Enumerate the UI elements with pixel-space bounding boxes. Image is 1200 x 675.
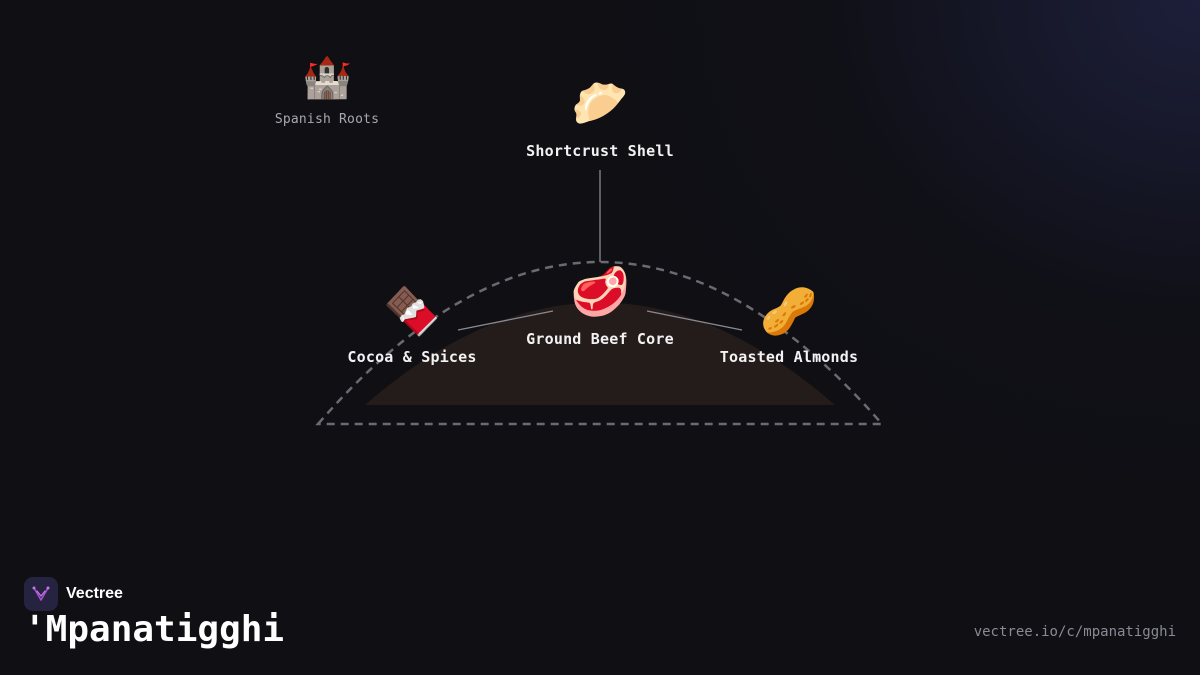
connector-core-cocoa [457, 310, 554, 331]
filling-dome [365, 302, 835, 405]
node-label: Shortcrust Shell [526, 142, 674, 160]
peanut-icon: 🥜 [760, 284, 818, 338]
node-label: Cocoa & Spices [347, 348, 477, 366]
meat-icon: 🥩 [570, 264, 630, 320]
node-shortcrust-shell: 🥟 Shortcrust Shell [526, 80, 674, 160]
node-label: Spanish Roots [274, 112, 380, 127]
node-label: Toasted Almonds [719, 348, 859, 366]
page-title: 'Mpanatigghi [24, 609, 285, 650]
page-url[interactable]: vectree.io/c/mpanatigghi [973, 624, 1176, 640]
brand: Vectree [24, 577, 123, 611]
node-spanish-roots: 🏰 Spanish Roots [275, 58, 379, 127]
castle-icon: 🏰 [302, 55, 352, 101]
node-toasted-almonds: 🥜 Toasted Almonds [720, 288, 858, 366]
node-cocoa-spices: 🍫 Cocoa & Spices [347, 288, 476, 366]
dumpling-icon: 🥟 [571, 76, 629, 130]
connector-core-almonds [646, 310, 743, 331]
vectree-logo-icon [24, 577, 58, 611]
node-label: Ground Beef Core [526, 330, 674, 348]
chocolate-icon: 🍫 [383, 284, 441, 338]
brand-name: Vectree [66, 585, 123, 602]
node-ground-beef-core: 🥩 Ground Beef Core [526, 268, 674, 348]
shell-outline [315, 260, 885, 426]
